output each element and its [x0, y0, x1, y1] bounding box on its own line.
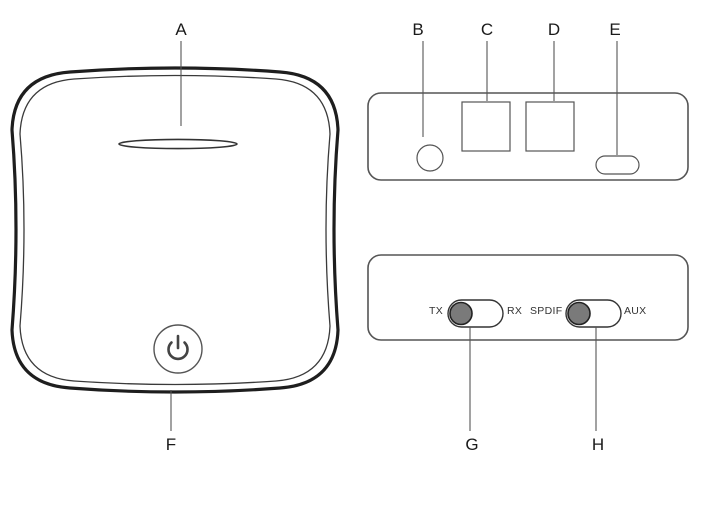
port-e [595, 155, 640, 175]
spdif-label: SPDIF [530, 305, 562, 317]
callout-e: E [609, 20, 620, 39]
port-b [416, 144, 444, 172]
tx-rx-switch[interactable] [447, 299, 504, 328]
callout-g: G [465, 435, 478, 454]
switch-panel: TX RX SPDIF AUX [367, 254, 689, 341]
rx-label: RX [507, 305, 522, 317]
port-c [461, 101, 511, 152]
status-light [118, 138, 238, 150]
port-d [525, 101, 575, 152]
front-view [10, 66, 340, 394]
callout-f: F [166, 435, 176, 454]
callout-h: H [592, 435, 604, 454]
callout-labels: A B C D E F G H [166, 20, 621, 454]
leader-lines [170, 41, 618, 431]
callout-a: A [175, 20, 187, 39]
power-icon [167, 334, 189, 361]
rear-panel [367, 92, 689, 181]
switch-panel-body [367, 254, 689, 341]
spdif-aux-switch[interactable] [565, 299, 622, 328]
power-button[interactable] [153, 324, 203, 374]
tx-label: TX [429, 305, 443, 317]
device-body-inner [19, 74, 331, 386]
device-body-outer [10, 66, 340, 394]
tx-rx-switch-knob [449, 301, 473, 326]
callout-c: C [481, 20, 493, 39]
callout-b: B [412, 20, 423, 39]
callout-d: D [548, 20, 560, 39]
rear-panel-body [367, 92, 689, 181]
spdif-aux-switch-knob [567, 301, 591, 326]
aux-label: AUX [624, 305, 647, 317]
